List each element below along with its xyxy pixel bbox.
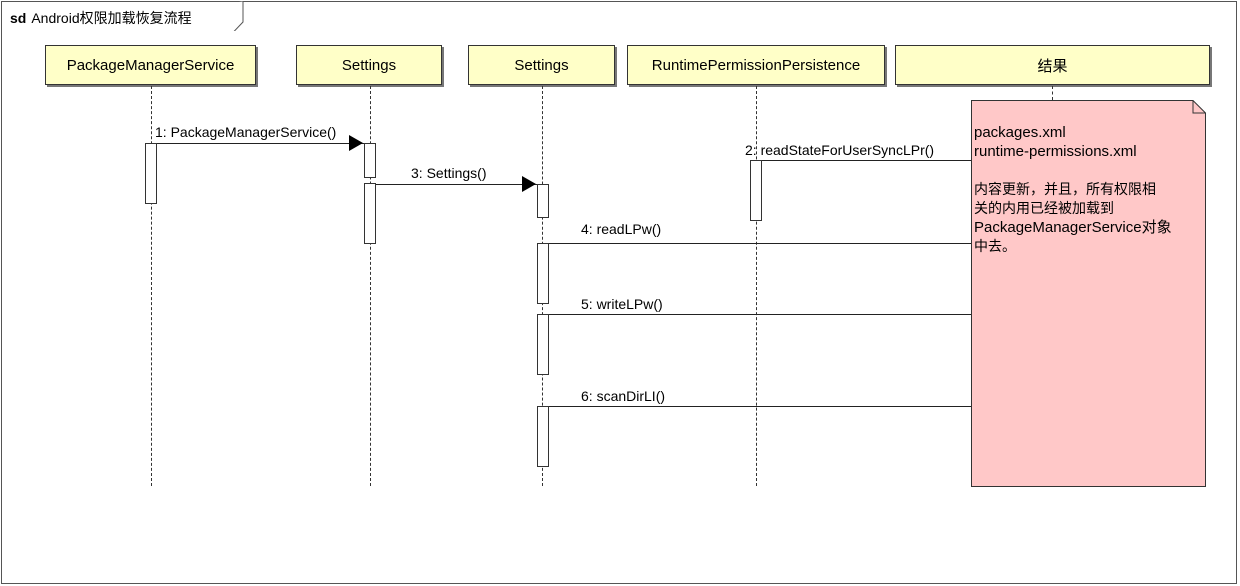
result-note: packages.xml runtime-permissions.xml 内容更… <box>971 100 1206 487</box>
message-line <box>549 314 971 315</box>
message-label: 1: PackageManagerService() <box>155 124 337 140</box>
message-label: 4: readLPw() <box>581 221 662 237</box>
message-label: 5: writeLPw() <box>581 296 663 312</box>
activation-bar <box>537 314 549 375</box>
note-text: packages.xml runtime-permissions.xml 内容更… <box>974 123 1200 256</box>
note-line: runtime-permissions.xml <box>974 143 1137 160</box>
lifeline-head-package-manager-service[interactable]: PackageManagerService <box>45 45 256 85</box>
activation-bar <box>364 143 376 178</box>
message-line <box>549 243 971 244</box>
lifeline-head-runtime-permission-persistence[interactable]: RuntimePermissionPersistence <box>627 45 885 85</box>
lifeline-head-settings-1[interactable]: Settings <box>296 45 442 85</box>
activation-bar <box>537 406 549 467</box>
note-line: PackageManagerService对象 <box>974 219 1172 236</box>
note-shape <box>971 100 1206 487</box>
activation-bar <box>364 183 376 244</box>
activation-bar <box>750 160 762 221</box>
message-label: 2: readStateForUserSyncLPr() <box>745 142 935 158</box>
lifeline-settings-1 <box>370 86 371 486</box>
message-line <box>157 143 364 144</box>
activation-bar <box>537 243 549 304</box>
message-label: 3: Settings() <box>411 165 487 181</box>
lifeline-head-settings-2[interactable]: Settings <box>468 45 615 85</box>
note-line: 内容更新，并且，所有权限相 <box>974 181 1156 197</box>
note-line: 关的内用已经被加载到 <box>974 200 1114 216</box>
arrowhead <box>349 135 363 151</box>
message-line <box>762 160 971 161</box>
lifeline-runtime-permission-persistence <box>756 86 757 486</box>
message-label: 6: scanDirLI() <box>581 388 666 404</box>
frame-title-text: Android权限加载恢复流程 <box>31 10 192 26</box>
activation-bar <box>537 184 549 218</box>
lifeline-package-manager-service <box>151 86 152 486</box>
frame-tab <box>13 1 244 31</box>
frame-keyword: sd <box>10 10 27 26</box>
note-spacer <box>974 161 1200 180</box>
message-line <box>549 406 971 407</box>
note-line: 中去。 <box>974 238 1016 254</box>
lifeline-result <box>1052 86 1053 100</box>
lifeline-head-result[interactable]: 结果 <box>895 45 1210 85</box>
message-line <box>376 184 537 185</box>
activation-bar <box>145 143 157 204</box>
note-line: packages.xml <box>974 124 1066 141</box>
arrowhead <box>522 176 536 192</box>
